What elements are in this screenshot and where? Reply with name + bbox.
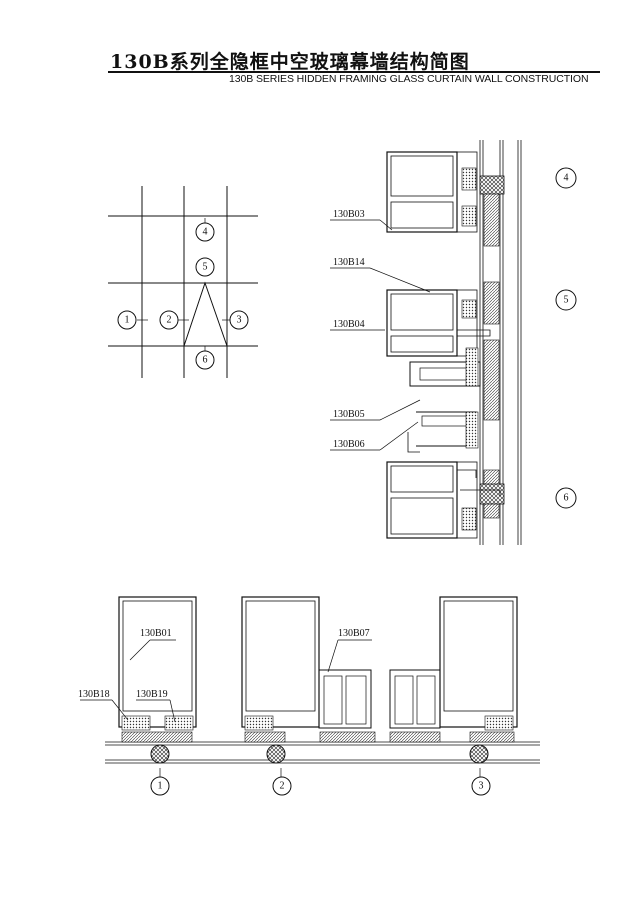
mullion-section-2	[241, 596, 376, 743]
svg-text:1: 1	[125, 315, 130, 326]
glass-panes	[479, 140, 522, 545]
title-chinese: 130B系列全隐框中空玻璃幕墙结构简图	[110, 51, 470, 73]
label-130B04: 130B04	[333, 319, 365, 330]
svg-text:3: 3	[479, 781, 484, 792]
elevation-marker-1: 1	[117, 310, 137, 330]
elevation-marker-3: 3	[229, 310, 249, 330]
svg-text:5: 5	[564, 295, 569, 306]
horizontal-callout-1: 1	[150, 776, 170, 796]
profile-130B03	[386, 151, 478, 233]
mullion-130B01	[118, 596, 197, 743]
label-130B07: 130B07	[338, 628, 370, 639]
svg-text:6: 6	[564, 493, 569, 504]
label-130B06: 130B06	[333, 439, 365, 450]
section-callout-6: 6	[555, 487, 577, 509]
profile-130B04	[386, 289, 491, 357]
svg-text:1: 1	[158, 781, 163, 792]
horizontal-callout-3: 3	[471, 776, 491, 796]
vent-frame-upper	[409, 347, 481, 387]
section-callout-5: 5	[555, 289, 577, 311]
label-130B03: 130B03	[333, 209, 365, 220]
title-underline	[108, 71, 600, 73]
horizontal-sections	[80, 596, 540, 778]
label-130B14: 130B14	[333, 257, 365, 268]
section-callout-4: 4	[555, 167, 577, 189]
horizontal-callout-2: 2	[272, 776, 292, 796]
profile-bottom-transom	[386, 461, 501, 539]
svg-text:2: 2	[280, 781, 285, 792]
svg-text:3: 3	[237, 315, 242, 326]
elevation-grid	[108, 186, 258, 378]
label-130B18: 130B18	[78, 689, 110, 700]
label-130B05: 130B05	[333, 409, 365, 420]
svg-text:4: 4	[203, 227, 208, 238]
elevation-marker-4: 4	[195, 222, 215, 242]
mullion-section-3	[389, 596, 518, 743]
title-english: 130B SERIES HIDDEN FRAMING GLASS CURTAIN…	[229, 73, 589, 85]
elevation-marker-2: 2	[159, 310, 179, 330]
svg-text:5: 5	[203, 262, 208, 273]
elevation-marker-6: 6	[195, 350, 215, 370]
label-130B01: 130B01	[140, 628, 172, 639]
label-130B19: 130B19	[136, 689, 168, 700]
profile-130B05-130B06	[407, 411, 479, 453]
svg-text:2: 2	[167, 315, 172, 326]
svg-text:4: 4	[564, 173, 569, 184]
svg-text:6: 6	[203, 355, 208, 366]
vertical-section	[330, 140, 522, 545]
elevation-marker-5: 5	[195, 257, 215, 277]
